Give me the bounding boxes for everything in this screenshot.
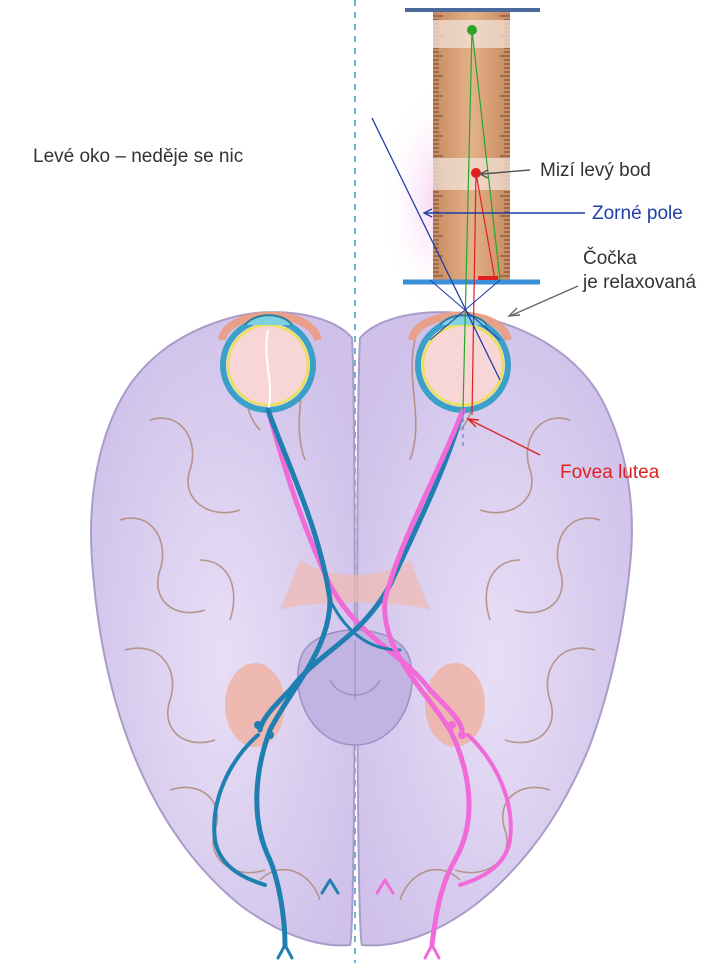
lens-label-line1: Čočka xyxy=(583,248,637,270)
visual-field-label: Zorné pole xyxy=(592,203,683,225)
right-hemisphere xyxy=(357,312,632,945)
left-terminal xyxy=(278,945,292,958)
left-hemisphere xyxy=(91,312,355,945)
left-eye-label: Levé oko – neděje se nic xyxy=(33,146,243,168)
lens-label-line2: je relaxovaná xyxy=(583,272,696,294)
left-point-disappears-label: Mizí levý bod xyxy=(540,160,651,182)
fovea-label: Fovea lutea xyxy=(560,462,659,484)
right-terminal xyxy=(425,945,439,958)
red-dot-icon xyxy=(471,168,481,178)
green-dot-icon xyxy=(467,25,477,35)
